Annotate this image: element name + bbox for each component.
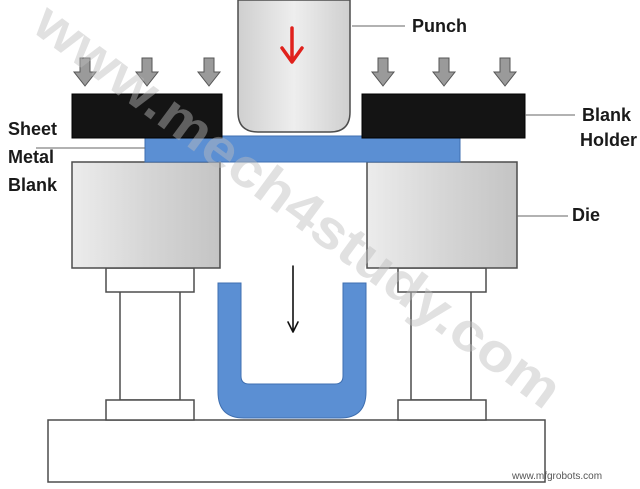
black-down-arrow-icon (287, 265, 299, 333)
left-support-pillar (119, 289, 181, 401)
right-support-pillar (410, 289, 472, 401)
punch (237, 0, 351, 133)
left-support-bottom-block (105, 399, 195, 421)
die-label: Die (572, 205, 601, 225)
right-blank-holder (361, 93, 526, 139)
base-plate (47, 419, 546, 483)
left-die (71, 161, 221, 269)
sheet-label-line3: Blank (8, 175, 58, 195)
right-support-top-block (397, 267, 487, 293)
red-down-arrow-icon (280, 26, 304, 64)
gray-down-arrow-icon (72, 57, 518, 87)
source-credit: www.mfgrobots.com (512, 471, 603, 482)
sheet-label-line2: Metal (8, 147, 55, 167)
left-support-top-block (105, 267, 195, 293)
punch-label: Punch (412, 16, 468, 36)
right-support-bottom-block (397, 399, 487, 421)
blank-holder-label-line1: Blank (582, 105, 632, 125)
drawn-cup (217, 282, 367, 419)
sheet-metal-blank (144, 135, 461, 163)
blank-holder-label-line2: Holder (580, 130, 638, 150)
left-blank-holder (71, 93, 223, 139)
sheet-label-line1: Sheet (8, 119, 58, 139)
